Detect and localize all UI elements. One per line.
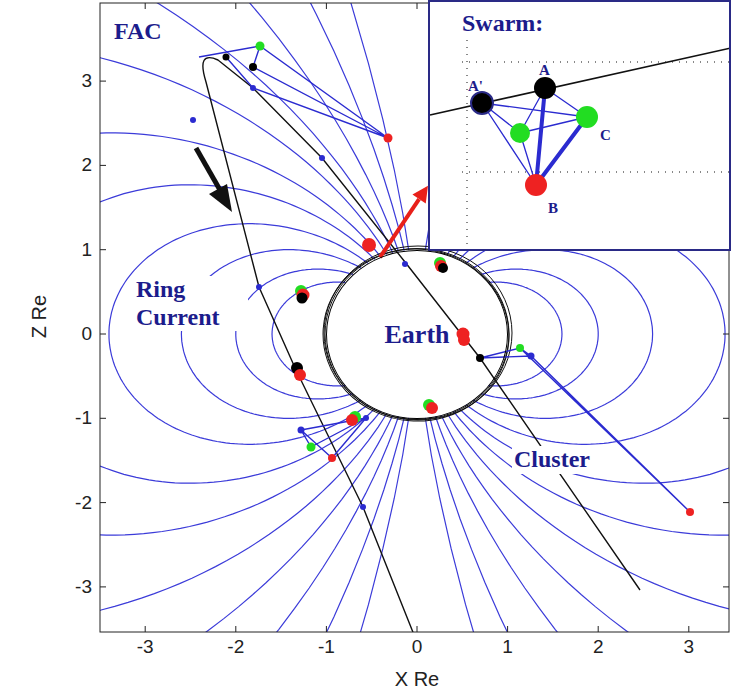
motion-arrow bbox=[196, 148, 232, 212]
swarm-inset-figure bbox=[428, 0, 731, 251]
satellite-label: A bbox=[539, 62, 550, 79]
tick-label: -3 bbox=[75, 576, 92, 598]
tick-label: 3 bbox=[81, 70, 92, 92]
field-lines bbox=[100, 3, 729, 632]
tick-label: 2 bbox=[81, 154, 92, 176]
region-label: Ring Current bbox=[134, 276, 248, 331]
tick-label: 0 bbox=[81, 323, 92, 345]
tick-label: -1 bbox=[75, 407, 92, 429]
satellite-label: B bbox=[548, 200, 558, 217]
tick-label: 3 bbox=[684, 636, 695, 658]
swarm-orbits bbox=[317, 243, 515, 428]
earth-circle: Earth bbox=[326, 250, 508, 419]
pointer-arrow bbox=[380, 186, 428, 258]
mission-label: Cluster bbox=[512, 446, 592, 474]
axis-title: Z Re bbox=[29, 294, 52, 337]
tick-label: 2 bbox=[593, 636, 604, 658]
satellite-label: A' bbox=[468, 78, 483, 95]
node-title: Swarm: bbox=[460, 10, 545, 37]
region-label: FAC bbox=[112, 18, 164, 46]
tick-label: 0 bbox=[412, 636, 423, 658]
inset-panel: Swarm: bbox=[428, 0, 731, 251]
tick-label: -3 bbox=[137, 636, 154, 658]
tick-label: 1 bbox=[502, 636, 513, 658]
tick-label: -1 bbox=[318, 636, 335, 658]
satellite-label: C bbox=[600, 127, 611, 144]
axis-title: X Re bbox=[395, 668, 439, 691]
tick-label: -2 bbox=[227, 636, 244, 658]
node-title: Earth bbox=[385, 320, 450, 350]
tick-label: 1 bbox=[81, 239, 92, 261]
tick-label: -2 bbox=[75, 492, 92, 514]
